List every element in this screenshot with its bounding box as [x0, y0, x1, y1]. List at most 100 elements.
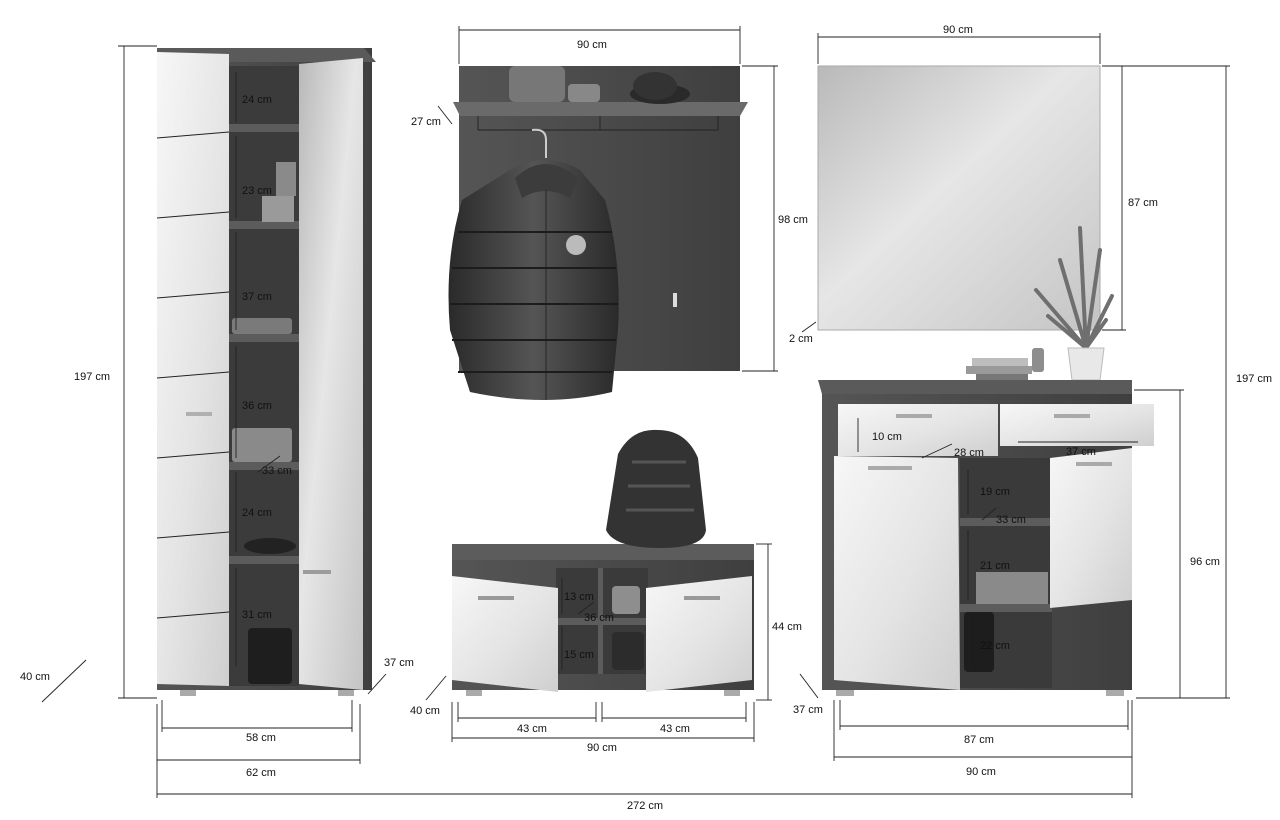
jacket-badge — [566, 235, 586, 255]
folded-clothes — [232, 318, 292, 334]
wardrobe-outer-width-label: 62 cm — [246, 767, 276, 779]
sideboard-shelf-depth-label: 33 cm — [996, 514, 1026, 526]
bench-foot — [466, 690, 482, 696]
hanger — [531, 128, 547, 158]
bench-shelf-label: 15 cm — [564, 649, 594, 661]
shoes — [964, 612, 994, 672]
hat-box — [568, 84, 600, 102]
door-handle[interactable] — [1076, 462, 1112, 466]
bench-left-door[interactable] — [452, 576, 558, 692]
drawer-handle[interactable] — [1054, 414, 1090, 418]
jacket-hood — [515, 164, 578, 198]
coat-panel-height-label: 98 cm — [778, 214, 808, 226]
book-stack — [972, 358, 1028, 366]
coat-shelf-depth-label: 27 cm — [411, 116, 441, 128]
drawer-left[interactable] — [838, 404, 998, 456]
coat-panel — [448, 66, 748, 400]
mirror-edge — [817, 65, 1101, 331]
wardrobe-shelf-label: 31 cm — [242, 609, 272, 621]
sideboard-depth-label: 37 cm — [793, 704, 823, 716]
wardrobe-side-depth-label: 37 cm — [384, 657, 414, 669]
folded-clothes — [232, 428, 292, 462]
wardrobe-shelf-label: 37 cm — [242, 291, 272, 303]
door-handle[interactable] — [186, 412, 212, 416]
mirror-total-height-label: 197 cm — [1236, 373, 1272, 385]
wardrobe-foot — [180, 690, 196, 696]
door-handle[interactable] — [478, 596, 514, 600]
sideboard-left-door[interactable] — [834, 456, 960, 690]
door-handle[interactable] — [684, 596, 720, 600]
sideboard-foot — [1106, 690, 1124, 696]
drawer-width-label: 37 cm — [1066, 446, 1096, 458]
wardrobe-shelf-label: 36 cm — [242, 400, 272, 412]
book-stack — [966, 366, 1032, 374]
wardrobe-left-door[interactable] — [157, 52, 229, 686]
bench-top — [452, 544, 754, 560]
cap — [633, 72, 677, 100]
mirror-glass — [818, 66, 1100, 330]
book-stack — [976, 374, 1028, 381]
hat-shelf-rail — [477, 116, 719, 131]
bench-shelf-depth-label: 36 cm — [584, 612, 614, 624]
drawer-depth-label: 28 cm — [954, 447, 984, 459]
wardrobe-shelf-label: 33 cm — [262, 465, 292, 477]
wardrobe-right-door[interactable] — [299, 58, 363, 690]
storage-box — [262, 196, 294, 222]
sideboard-height-label: 96 cm — [1190, 556, 1220, 568]
wardrobe-depth-label: 40 cm — [20, 671, 50, 683]
drawer-height-label: 10 cm — [872, 431, 902, 443]
wardrobe-shelf-label: 23 cm — [242, 185, 272, 197]
sideboard-shelf-label: 19 cm — [980, 486, 1010, 498]
wardrobe — [156, 48, 376, 696]
bench-shoes — [612, 586, 640, 614]
sideboard-foot — [836, 690, 854, 696]
backpack-pattern — [626, 460, 694, 512]
sideboard-width-label: 90 cm — [966, 766, 996, 778]
jacket — [448, 160, 619, 400]
door-panel-lines — [156, 131, 230, 619]
jacket-quilting — [450, 231, 618, 373]
door-handle[interactable] — [868, 466, 912, 470]
bench-right-door[interactable] — [646, 576, 752, 692]
hat-shelf — [453, 102, 748, 116]
wall-mirror — [817, 65, 1101, 331]
mirror-depth-label: 2 cm — [789, 333, 813, 345]
coat-panel-width-label: 90 cm — [577, 39, 607, 51]
bench-depth-label: 40 cm — [410, 705, 440, 717]
sideboard-shelf-label: 21 cm — [980, 560, 1010, 572]
bench-divider — [598, 568, 603, 674]
shoes — [244, 538, 296, 554]
wardrobe-shelf-label: 24 cm — [242, 94, 272, 106]
decoration — [966, 226, 1114, 381]
drawer-handle[interactable] — [896, 414, 932, 418]
sideboard-right-door[interactable] — [1050, 448, 1132, 608]
drawer-right[interactable] — [1000, 404, 1154, 446]
shoe-bench — [452, 429, 754, 696]
wardrobe-height-label: 197 cm — [74, 371, 110, 383]
sideboard — [818, 380, 1154, 696]
wardrobe-foot — [338, 690, 354, 696]
dimension-labels: 197 cm 40 cm 37 cm 58 cm 62 cm 24 cm 23 … — [20, 24, 1272, 812]
door-handle[interactable] — [303, 570, 331, 574]
mirror-width-label: 90 cm — [943, 24, 973, 36]
plant-pot — [1067, 347, 1105, 381]
wardrobe-inner-width-label: 58 cm — [246, 732, 276, 744]
sideboard-inner-width-label: 87 cm — [964, 734, 994, 746]
hat-box — [509, 66, 565, 102]
dimension-lines — [41, 26, 1230, 798]
bench-height-label: 44 cm — [772, 621, 802, 633]
plant-icon — [1034, 226, 1114, 350]
sideboard-top — [818, 380, 1132, 394]
bench-right-width-label: 43 cm — [660, 723, 690, 735]
wardrobe-shelves — [229, 124, 299, 564]
storage-box — [276, 162, 296, 196]
small-vase — [1032, 348, 1044, 372]
boots — [248, 628, 292, 684]
sideboard-shelf-label: 22 cm — [980, 640, 1010, 652]
books — [976, 572, 1048, 604]
wardrobe-shelf-label: 24 cm — [242, 507, 272, 519]
total-width-label: 272 cm — [627, 800, 663, 812]
coat-hook — [673, 293, 677, 307]
bench-shelf-label: 13 cm — [564, 591, 594, 603]
bench-left-width-label: 43 cm — [517, 723, 547, 735]
